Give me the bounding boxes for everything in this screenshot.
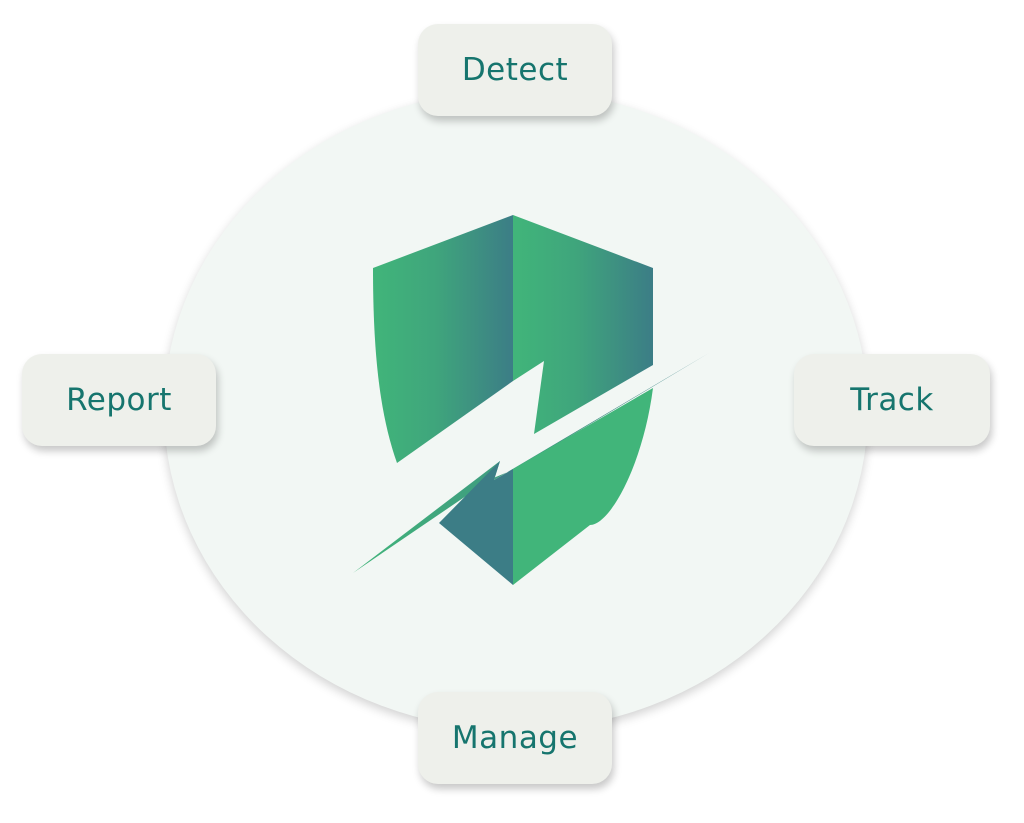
node-track: Track [794,354,990,446]
node-track-label: Track [850,382,934,418]
node-report: Report [22,354,216,446]
shield-left-lower [439,461,513,585]
hub-circle [164,90,868,730]
node-manage-label: Manage [451,720,579,756]
node-detect-label: Detect [461,52,569,88]
shield-right-upper [513,215,653,434]
shield-left-upper [373,215,513,463]
node-report-label: Report [66,382,172,418]
shield-lightning-icon [340,205,730,600]
node-manage: Manage [418,692,612,784]
node-detect: Detect [418,24,612,116]
shield-right-lower [513,388,653,585]
